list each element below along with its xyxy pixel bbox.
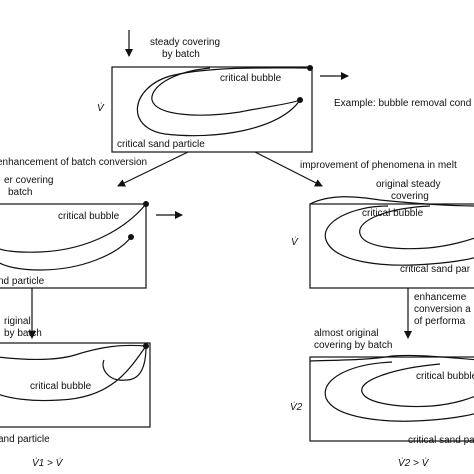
critical-bubble-label: critical bubble	[220, 73, 282, 84]
mid-left-critical-bubble-path	[0, 203, 147, 253]
bot-left-critical-bubble-label: critical bubble	[30, 381, 92, 392]
bot-right-covering-profile	[309, 354, 474, 362]
critical-sand-particle-path	[151, 67, 301, 116]
bot-right-enhancement-label-2: conversion a	[414, 304, 471, 315]
bot-left-critical-sand-path	[102, 345, 147, 381]
mid-left-bubble-endpoint	[143, 201, 149, 207]
top-tank-box	[111, 66, 313, 153]
bot-right-critical-sand-label: critical sand par	[408, 435, 474, 446]
bot-left-critical-bubble-path	[0, 345, 147, 402]
branch-left-label: enhancement of batch conversion	[0, 157, 147, 168]
bot-right-critical-bubble-path	[324, 361, 474, 422]
example-label: Example: bubble removal cond	[334, 98, 471, 109]
bot-right-enhancement-label-3: of performa	[414, 316, 466, 327]
mid-right-critical-bubble-path	[324, 205, 474, 266]
branch-arrow-left	[117, 151, 189, 187]
flow-rate-label: V̇	[97, 101, 105, 114]
branch-arrow-right	[254, 151, 323, 187]
mid-left-covering-label-1: er covering	[4, 175, 53, 186]
bot-left-covering-profile	[0, 344, 147, 360]
mid-right-critical-sand-path	[359, 205, 474, 250]
bot-right-almost-original-label-1: almost original	[314, 328, 378, 339]
critical-sand-endpoint	[297, 97, 303, 103]
bot-left-original-label-2: by batch	[4, 328, 42, 339]
branch-right-label: improvement of phenomena in melt	[300, 160, 457, 171]
bot-right-critical-bubble-label: critical bubble	[416, 371, 474, 382]
mid-right-critical-bubble-label: critical bubble	[362, 208, 424, 219]
critical-bubble-path	[136, 67, 311, 137]
mid-right-critical-sand-label: critical sand par	[400, 264, 471, 275]
bot-left-bubble-endpoint	[143, 343, 149, 349]
bot-right-enhancement-label-1: enhanceme	[414, 292, 467, 303]
mid-left-critical-sand-label: nd particle	[0, 276, 45, 287]
mid-left-critical-sand-path	[0, 236, 132, 271]
mid-right-original-label-1: original steady	[376, 179, 440, 190]
bot-left-original-label-1: riginal	[4, 316, 31, 327]
bot-right-flow-rate-label: V̇2	[290, 400, 303, 413]
steady-covering-label-2: by batch	[162, 49, 200, 60]
mid-left-covering-label-2: batch	[8, 187, 32, 198]
bot-right-tank-box	[309, 356, 474, 442]
bot-left-flow-relation: V̇1 > V̇	[32, 456, 64, 469]
mid-left-critical-bubble-label: critical bubble	[58, 211, 120, 222]
mid-left-sand-endpoint	[128, 234, 134, 240]
mid-right-original-label-2: covering	[391, 191, 429, 202]
critical-bubble-endpoint	[307, 65, 313, 71]
mid-right-flow-rate-label: V̇	[291, 235, 299, 248]
bot-right-critical-sand-path	[361, 363, 474, 408]
bot-left-critical-sand-label: and particle	[0, 434, 50, 445]
bot-right-almost-original-label-2: covering by batch	[314, 340, 392, 351]
bot-left-tank-box	[0, 342, 151, 428]
mid-right-covering-profile	[309, 196, 474, 207]
bot-right-flow-relation: V̇2 > V̇	[398, 456, 430, 469]
steady-covering-label-1: steady covering	[150, 37, 220, 48]
critical-sand-particle-label: critical sand particle	[117, 139, 205, 150]
